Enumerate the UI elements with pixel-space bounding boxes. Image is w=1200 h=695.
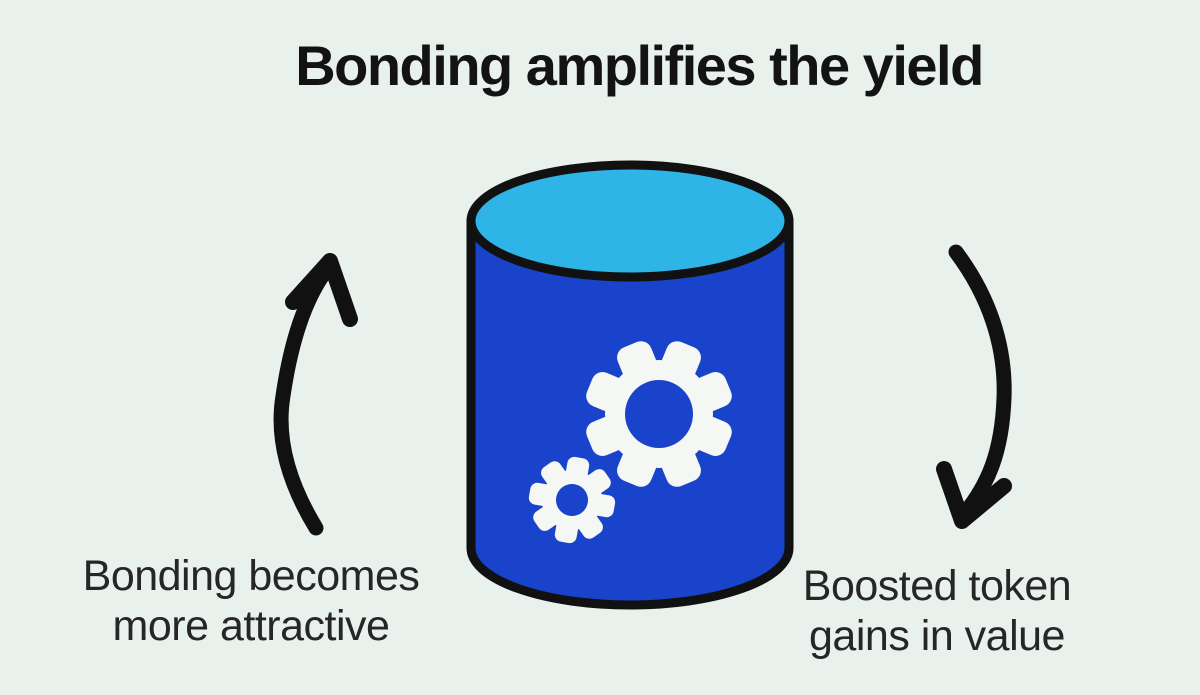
right-label-line2: gains in value [809,611,1065,660]
left-label: Bonding becomes more attractive [83,552,420,652]
right-label: Boosted token gains in value [802,562,1072,662]
right-label-line1: Boosted token [802,562,1072,610]
large-gear-hole [625,380,693,448]
small-gear-hole [556,484,588,516]
cylinder-top [466,160,794,282]
left-label-line2: more attractive [112,601,390,650]
curved-arrow-up-icon [273,253,358,536]
large-gear-icon [586,341,732,487]
curved-arrow-down-icon [936,244,1012,529]
page-title: Bonding amplifies the yield [295,34,984,97]
small-gear-icon [528,456,616,544]
left-label-line1: Bonding becomes [82,552,420,600]
